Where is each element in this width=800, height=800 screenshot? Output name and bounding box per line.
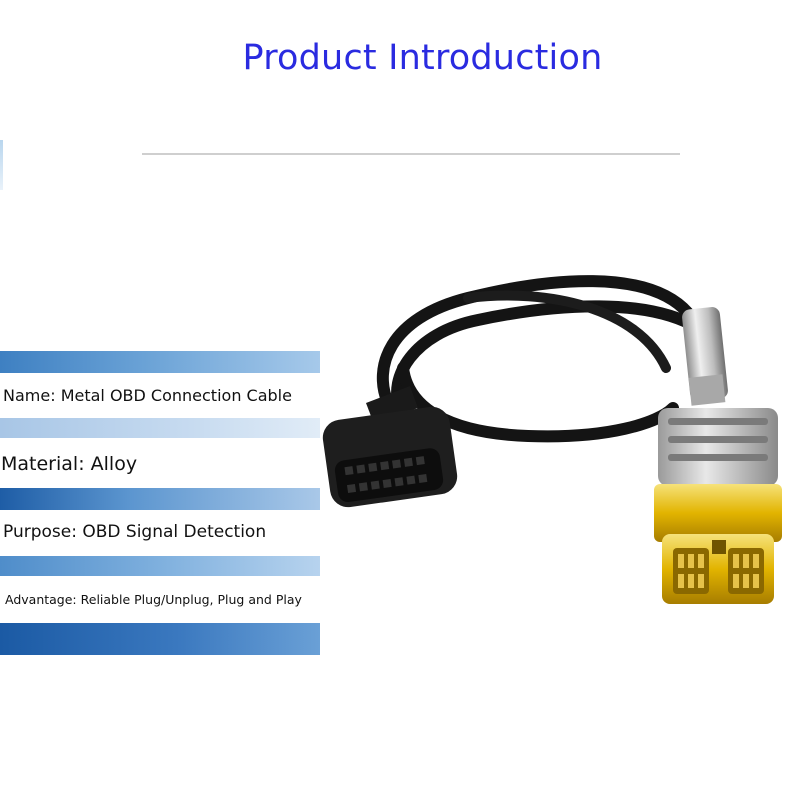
spec-material: Material: Alloy	[1, 453, 137, 475]
spec-bar	[0, 351, 320, 373]
spec-key: Name:	[3, 386, 56, 405]
spec-bar	[0, 556, 320, 576]
spec-purpose: Purpose: OBD Signal Detection	[3, 522, 266, 542]
spec-value: Metal OBD Connection Cable	[60, 386, 292, 405]
spec-key: Advantage:	[5, 592, 77, 607]
spec-bar	[0, 623, 320, 655]
product-image	[318, 258, 800, 620]
edge-accent	[0, 140, 3, 190]
spec-value: Reliable Plug/Unplug, Plug and Play	[80, 592, 302, 607]
strain-relief-icon	[682, 307, 728, 406]
spec-advantage: Advantage: Reliable Plug/Unplug, Plug an…	[5, 592, 302, 607]
spec-value: Alloy	[90, 453, 138, 475]
female-connector-icon	[322, 386, 458, 508]
spec-key: Purpose:	[3, 522, 77, 542]
spec-key: Material:	[1, 453, 85, 475]
spec-bar	[0, 488, 320, 510]
spec-value: OBD Signal Detection	[82, 522, 267, 542]
spec-name: Name: Metal OBD Connection Cable	[3, 386, 292, 405]
title-divider	[142, 153, 680, 155]
spec-bar	[0, 418, 320, 438]
page-title: Product Introduction	[242, 38, 603, 78]
male-connector-icon	[654, 408, 782, 604]
obd-cable-illustration	[322, 275, 782, 604]
